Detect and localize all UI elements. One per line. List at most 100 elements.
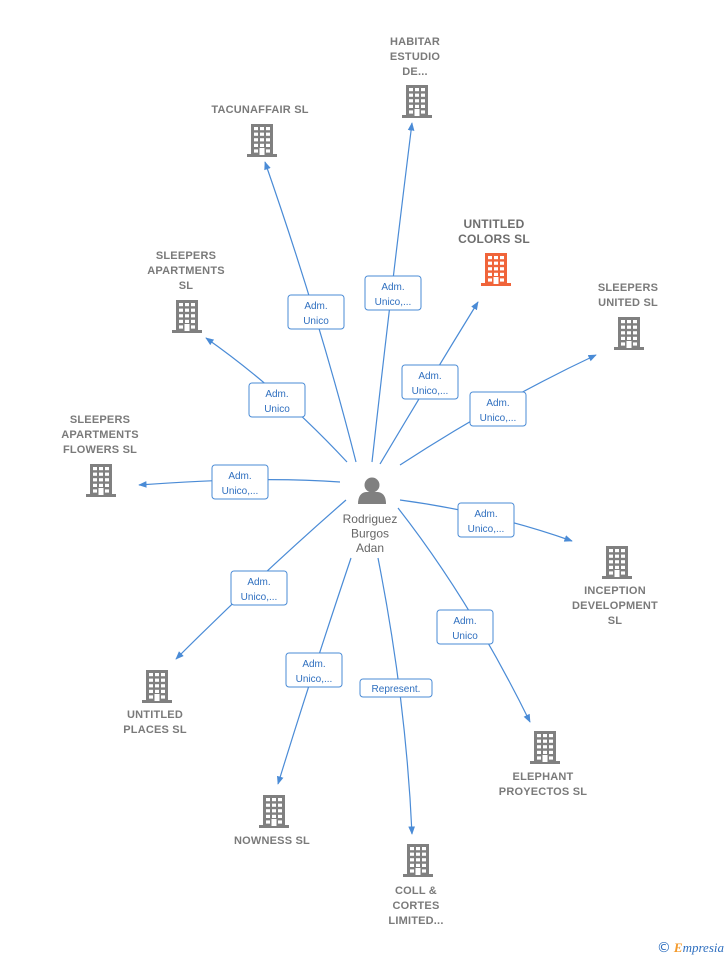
role-label-coll-cortes[interactable]: Represent. [359, 678, 433, 698]
role-box [248, 382, 306, 418]
role-label-tacunaffair[interactable]: Adm. Unico [287, 294, 345, 330]
company-node-sleepers-united[interactable]: SLEEPERS UNITED SL [598, 282, 658, 350]
company-name: TACUNAFFAIR SL [211, 104, 308, 116]
person-name: Adan [356, 541, 384, 555]
building-icon [403, 844, 433, 877]
company-name: SL [608, 615, 623, 627]
person-name: Burgos [351, 527, 389, 541]
person-icon [358, 477, 386, 504]
building-icon [142, 670, 172, 703]
role-box [469, 391, 527, 427]
brand-initial: E [673, 940, 683, 955]
company-name: APARTMENTS [61, 429, 139, 441]
role-label-sleepers-united[interactable]: Adm.Unico,... [469, 391, 527, 427]
building-icon [530, 731, 560, 764]
building-icon [247, 124, 277, 157]
company-node-inception[interactable]: INCEPTION DEVELOPMENT SL [572, 546, 658, 627]
role-box [436, 609, 494, 645]
role-box [401, 364, 459, 400]
company-name: ELEPHANT [513, 771, 574, 783]
edge-elephant [397, 507, 531, 723]
company-name: UNTITLED [464, 217, 525, 231]
building-icon [602, 546, 632, 579]
building-icon [86, 464, 116, 497]
role-text: Adm. [304, 301, 327, 312]
role-text: Unico,... [412, 386, 449, 397]
company-name: SLEEPERS [70, 414, 130, 426]
company-node-tacunaffair[interactable]: TACUNAFFAIR SL [211, 104, 309, 157]
role-label-inception[interactable]: Adm. Unico,... [457, 502, 515, 538]
role-text: Adm. [474, 509, 497, 520]
company-name: DE... [402, 66, 427, 78]
empresia-watermark: ©Empresia [657, 940, 724, 956]
role-label-sleepers-apartments[interactable]: Adm. Unico [248, 382, 306, 418]
building-icon [172, 300, 202, 333]
company-name: APARTMENTS [147, 265, 225, 277]
company-node-elephant[interactable]: ELEPHANT PROYECTOS SL [499, 731, 587, 798]
building-icon [481, 253, 511, 286]
role-box [285, 652, 343, 688]
company-name: ESTUDIO [390, 51, 441, 63]
company-node-coll-cortes[interactable]: COLL & CORTES LIMITED... [388, 844, 443, 927]
company-name: SLEEPERS [156, 250, 216, 262]
company-name: SLEEPERS [598, 282, 658, 294]
company-node-nowness[interactable]: NOWNESS SL [234, 795, 310, 847]
role-text: Adm. [418, 371, 441, 382]
role-text: Adm. [453, 616, 476, 627]
role-text: Adm. [302, 659, 325, 670]
person-name: Rodriguez [343, 512, 398, 526]
company-name: HABITAR [390, 36, 440, 48]
role-box [287, 294, 345, 330]
role-text: Represent. [372, 684, 421, 695]
role-box [211, 464, 269, 500]
company-name: NOWNESS SL [234, 835, 310, 847]
company-name: UNITED SL [598, 297, 658, 309]
building-icon [259, 795, 289, 828]
company-name: DEVELOPMENT [572, 600, 658, 612]
role-text: Unico,... [375, 297, 412, 308]
company-name: COLL & [395, 885, 437, 897]
role-label-untitled-colors[interactable]: Adm. Unico,... [401, 364, 459, 400]
company-node-habitar[interactable]: HABITAR ESTUDIO DE... [390, 36, 441, 118]
company-name: INCEPTION [584, 585, 646, 597]
company-name: FLOWERS SL [63, 444, 137, 456]
building-icon [402, 85, 432, 118]
copyright-icon: © [656, 940, 671, 956]
role-box [359, 678, 433, 698]
role-label-untitled-places[interactable]: Adm. Unico,... [230, 570, 288, 606]
role-text: Unico,... [480, 413, 517, 424]
company-name: CORTES [392, 900, 439, 912]
company-name: UNTITLED [127, 709, 183, 721]
company-name: PROYECTOS SL [499, 786, 587, 798]
role-label-elephant[interactable]: Adm. Unico [436, 609, 494, 645]
role-text: Unico,... [296, 674, 333, 685]
company-name: SL [179, 280, 194, 292]
role-label-sleepers-apartments-flowers[interactable]: Adm. Unico,... [211, 464, 269, 500]
role-text: Adm. [247, 577, 270, 588]
role-text: Adm. [228, 471, 251, 482]
company-name: LIMITED... [388, 915, 443, 927]
role-text: Unico [264, 404, 290, 415]
company-node-sleepers-apartments[interactable]: SLEEPERS APARTMENTS SL [147, 250, 225, 333]
role-text: Unico,... [241, 592, 278, 603]
role-text: Adm. [381, 282, 404, 293]
role-label-habitar[interactable]: Adm. Unico,... [364, 275, 422, 311]
role-box [457, 502, 515, 538]
role-label-nowness[interactable]: Adm. Unico,... [285, 652, 343, 688]
role-box [364, 275, 422, 311]
role-box [230, 570, 288, 606]
brand-name: mpresia [682, 940, 724, 955]
role-text: Unico,... [222, 486, 259, 497]
role-text: Unico [452, 631, 478, 642]
company-name: COLORS SL [458, 232, 530, 246]
role-text: Adm. [265, 389, 288, 400]
role-text: Unico [303, 316, 329, 327]
company-name: PLACES SL [123, 724, 187, 736]
role-text: Unico,... [468, 524, 505, 535]
company-node-untitled-places[interactable]: UNTITLED PLACES SL [123, 670, 187, 736]
edge-coll-cortes [377, 557, 416, 835]
company-node-sleepers-apartments-flowers[interactable]: SLEEPERS APARTMENTS FLOWERS SL [61, 414, 139, 497]
